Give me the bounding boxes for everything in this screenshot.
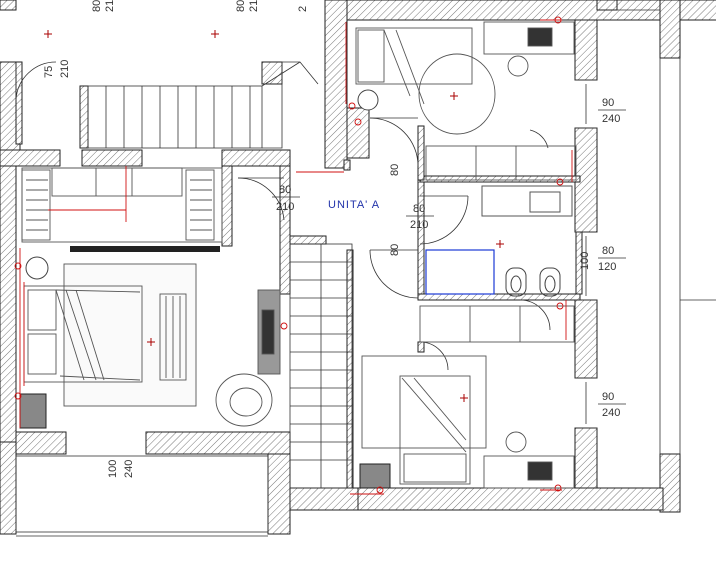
wardrobe-lower [419, 305, 575, 343]
electrical-marks [14, 16, 573, 495]
window-1-height: 240 [602, 113, 620, 125]
rotated-dim-4: 80 [91, 0, 103, 12]
door-dim-1: 80 210 [272, 184, 300, 213]
rotated-dim-3: 100 [579, 252, 591, 270]
door-1-width: 80 [279, 184, 291, 196]
window-5-height: 210 [59, 60, 71, 78]
rotated-dim-7: 21 [248, 0, 260, 12]
window-3-width: 90 [602, 391, 614, 403]
armchair [215, 373, 273, 427]
rotated-dim-1: 80 [389, 164, 401, 176]
staircase-lower [289, 243, 353, 489]
doors [15, 61, 551, 371]
window-4-height: 240 [123, 460, 135, 478]
unit-label: UNITA' A [328, 199, 380, 211]
window-dim-5: 75 210 [43, 60, 71, 78]
window-dim-1: 90 240 [598, 97, 626, 125]
tv-unit [257, 289, 281, 375]
nightstand-lower [359, 463, 391, 489]
rotated-dim-5: 21 [104, 0, 116, 12]
window-dim-4: 100 240 [107, 460, 135, 478]
window-2-height: 120 [598, 261, 616, 273]
rotated-dim-8: 2 [297, 6, 309, 12]
single-bed-upper [355, 27, 496, 135]
door-dim-2: 80 210 [406, 203, 434, 231]
window-4-width: 100 [107, 460, 119, 478]
wardrobe-closet [21, 167, 223, 252]
window-3-height: 240 [602, 407, 620, 419]
double-bed [23, 263, 197, 407]
window-1-width: 90 [602, 97, 614, 109]
walls [0, 0, 716, 537]
window-5-width: 75 [43, 66, 55, 78]
lamp-upper [357, 89, 379, 111]
window-dim-2: 80 120 [598, 245, 626, 273]
rotated-dim-6: 80 [235, 0, 247, 12]
wardrobe-upper [425, 145, 577, 181]
desk-lower [483, 431, 575, 489]
door-1-height: 210 [276, 201, 294, 213]
single-bed-lower [361, 355, 487, 485]
windows-right [575, 9, 716, 454]
nightstand-left [19, 256, 49, 429]
door-2-height: 210 [410, 219, 428, 231]
bathroom [425, 185, 573, 297]
light-points [44, 30, 504, 402]
rotated-dim-2: 80 [389, 244, 401, 256]
staircase-upper [87, 61, 319, 149]
desk-upper [483, 21, 575, 77]
window-2-width: 80 [602, 245, 614, 257]
window-dim-3: 90 240 [598, 391, 626, 419]
door-2-width: 80 [413, 203, 425, 215]
